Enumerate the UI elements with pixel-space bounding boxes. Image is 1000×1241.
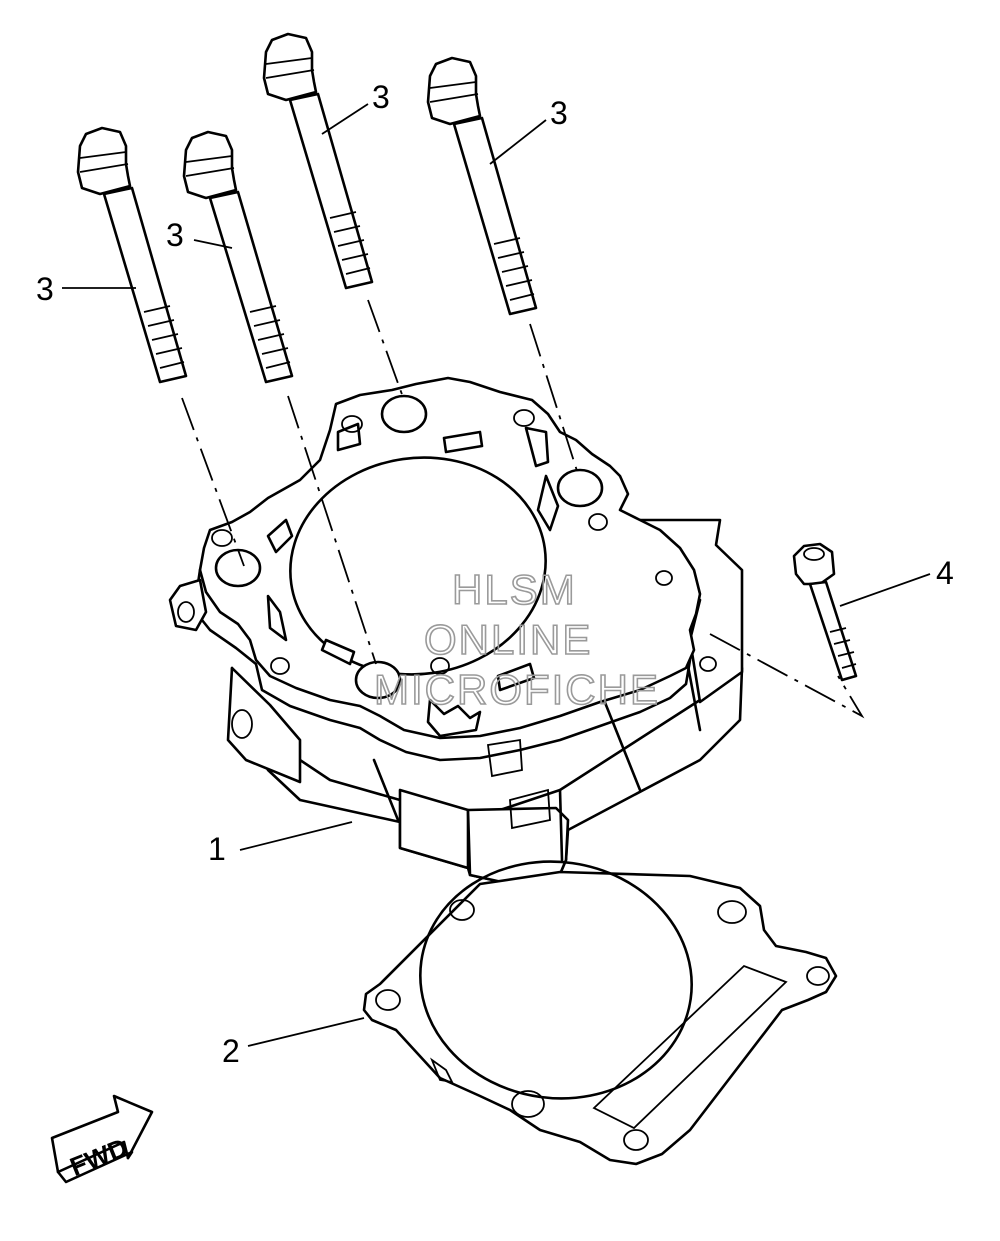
callout-2: 2	[222, 1033, 240, 1069]
cylinder-bolt-1	[62, 126, 245, 567]
cylinder-screw	[709, 542, 931, 719]
callout-3-bolt-3: 3	[372, 79, 390, 115]
cylinder-bolt-2	[182, 130, 377, 665]
callout-3-bolt-1: 3	[36, 271, 54, 307]
watermark-line-2: ONLINE	[424, 616, 592, 663]
watermark-line-3: MICROFICHE	[374, 666, 660, 713]
watermark-line-1: HLSM	[452, 566, 577, 613]
callout-3-bolt-2: 3	[166, 217, 184, 253]
cylinder-base-gasket	[247, 860, 838, 1166]
fwd-arrow-icon: FWD	[50, 1094, 154, 1184]
cylinder-bolt-4	[426, 56, 579, 475]
callout-4: 4	[936, 555, 954, 591]
callout-1: 1	[208, 831, 226, 867]
callout-3-bolt-4: 3	[550, 95, 568, 131]
cylinder-bolt-3	[262, 32, 405, 401]
watermark: HLSM ONLINE MICROFICHE	[373, 565, 660, 714]
